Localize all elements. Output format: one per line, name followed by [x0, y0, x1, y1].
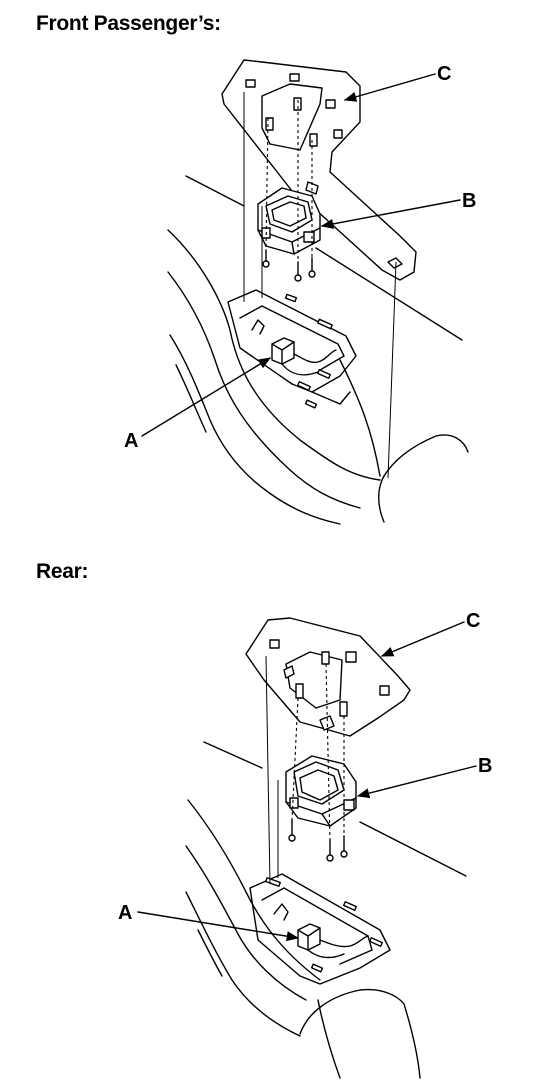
front-connector-a [271, 337, 337, 376]
front-cover-panel-c [221, 59, 417, 281]
front-leader-c [343, 73, 436, 102]
front-alignment-lines [243, 92, 397, 479]
rear-diagram [137, 617, 477, 1079]
front-leader-b [320, 199, 461, 229]
front-screws [262, 249, 316, 282]
front-diagram [141, 59, 469, 525]
front-leader-a [141, 357, 272, 437]
rear-leader-c [380, 621, 465, 657]
rear-callout-c: C [466, 610, 481, 632]
front-callout-c: C [437, 63, 452, 85]
rear-callout-b: B [478, 755, 493, 777]
rear-switch-b [285, 755, 357, 827]
rear-callout-a: A [118, 902, 133, 924]
rear-connector-a [297, 923, 369, 959]
rear-console-body [185, 741, 467, 1079]
front-callout-a: A [124, 430, 139, 452]
rear-cover-panel-c [245, 617, 411, 737]
front-callout-b: B [462, 190, 477, 212]
rear-leader-a [137, 911, 300, 942]
rear-alignment-lines [265, 655, 345, 885]
rear-leader-b [356, 765, 477, 799]
front-console-body [167, 175, 469, 525]
rear-section-title: Rear: [36, 560, 89, 583]
front-passenger-section-title: Front Passenger’s: [36, 12, 221, 35]
rear-screws [288, 819, 348, 862]
